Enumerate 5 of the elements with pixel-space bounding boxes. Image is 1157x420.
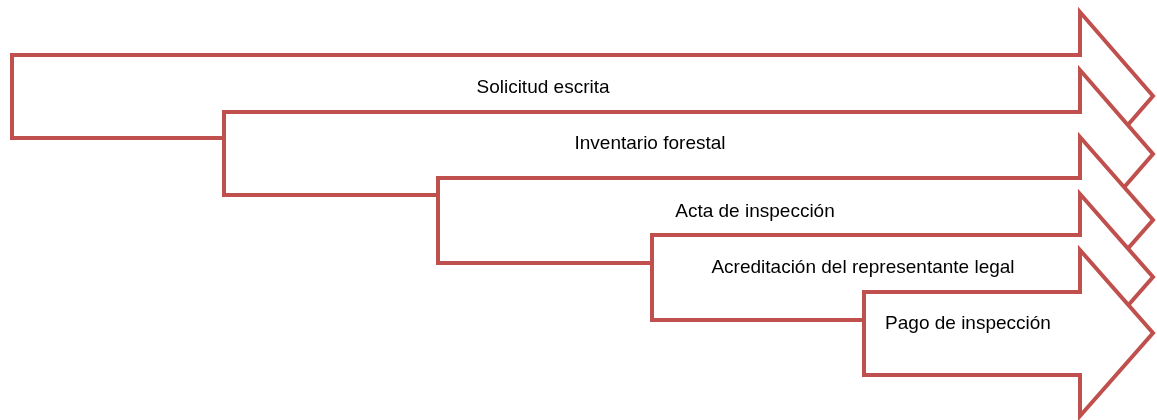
step-label: Acreditación del representante legal [711, 256, 1015, 278]
step-label: Acta de inspección [675, 200, 835, 222]
step-label: Pago de inspección [885, 312, 1051, 334]
step-label: Inventario forestal [574, 132, 726, 154]
step-label: Solicitud escrita [476, 76, 610, 98]
